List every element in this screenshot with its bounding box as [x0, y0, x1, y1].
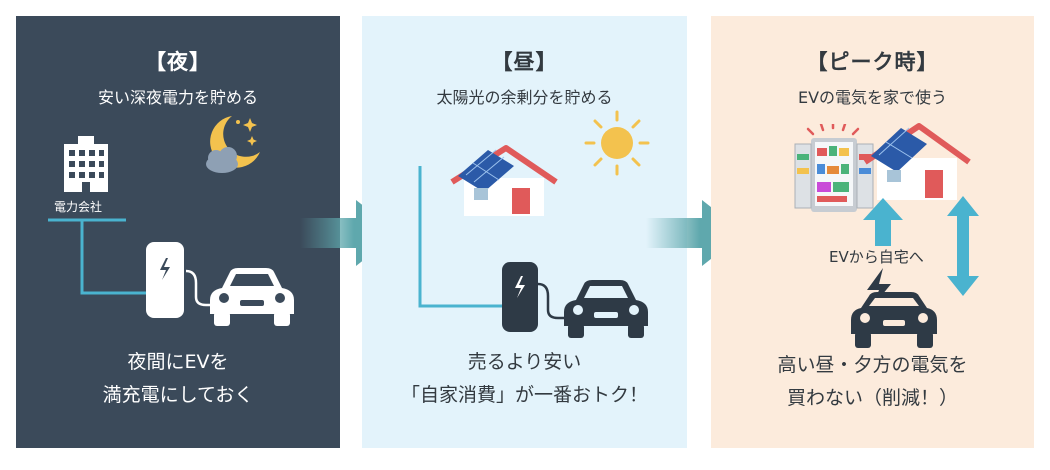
power-line — [48, 218, 220, 307]
charger-icon — [502, 262, 538, 332]
car-icon — [210, 268, 294, 326]
up-arrow-icon — [863, 198, 903, 258]
night-panel: 【夜】 安い深夜電力を貯める 電力会社 — [16, 16, 340, 448]
building-icon — [64, 136, 108, 192]
night-title: 【夜】 — [145, 50, 211, 74]
peak-bottom-line2: 買わない（削減！） — [786, 387, 958, 409]
day-bottom-text: 売るより安い 「自家消費」が一番おトク！ — [362, 346, 687, 412]
ev-to-home-label: EVから自宅へ — [827, 246, 926, 267]
night-bottom-line2: 満充電にしておく — [102, 384, 254, 406]
car-icon — [564, 280, 648, 338]
peak-bottom-line1: 高い昼・夕方の電気を — [777, 354, 968, 376]
moon-icon — [206, 116, 260, 173]
peak-subtitle: EVの電気を家で使う — [797, 88, 948, 107]
day-title: 【昼】 — [491, 50, 558, 74]
power-company-label: 電力会社 — [54, 200, 103, 214]
lightning-car-icon — [851, 268, 937, 348]
day-subtitle: 太陽光の余剰分を貯める — [436, 88, 613, 107]
sun-icon — [584, 110, 650, 176]
charger-icon — [146, 242, 184, 318]
night-subtitle: 安い深夜電力を貯める — [97, 88, 258, 107]
double-arrow-icon — [947, 196, 979, 296]
peak-panel: 【ピーク時】 EVの電気を家で使う — [711, 16, 1034, 448]
day-bottom-line2: 「自家消費」が一番おトク！ — [400, 384, 648, 406]
solar-line — [418, 166, 572, 320]
peak-bottom-text: 高い昼・夕方の電気を 買わない（削減！） — [711, 349, 1034, 415]
house-solar-icon — [450, 145, 558, 216]
night-bottom-line1: 夜間にEVを — [127, 351, 229, 373]
day-panel: 【昼】 太陽光の余剰分を貯める — [362, 16, 687, 448]
peak-title: 【ピーク時】 — [806, 50, 939, 74]
night-bottom-text: 夜間にEVを 満充電にしておく — [16, 346, 340, 412]
house-solar-icon — [863, 123, 971, 200]
day-bottom-line1: 売るより安い — [467, 351, 582, 373]
